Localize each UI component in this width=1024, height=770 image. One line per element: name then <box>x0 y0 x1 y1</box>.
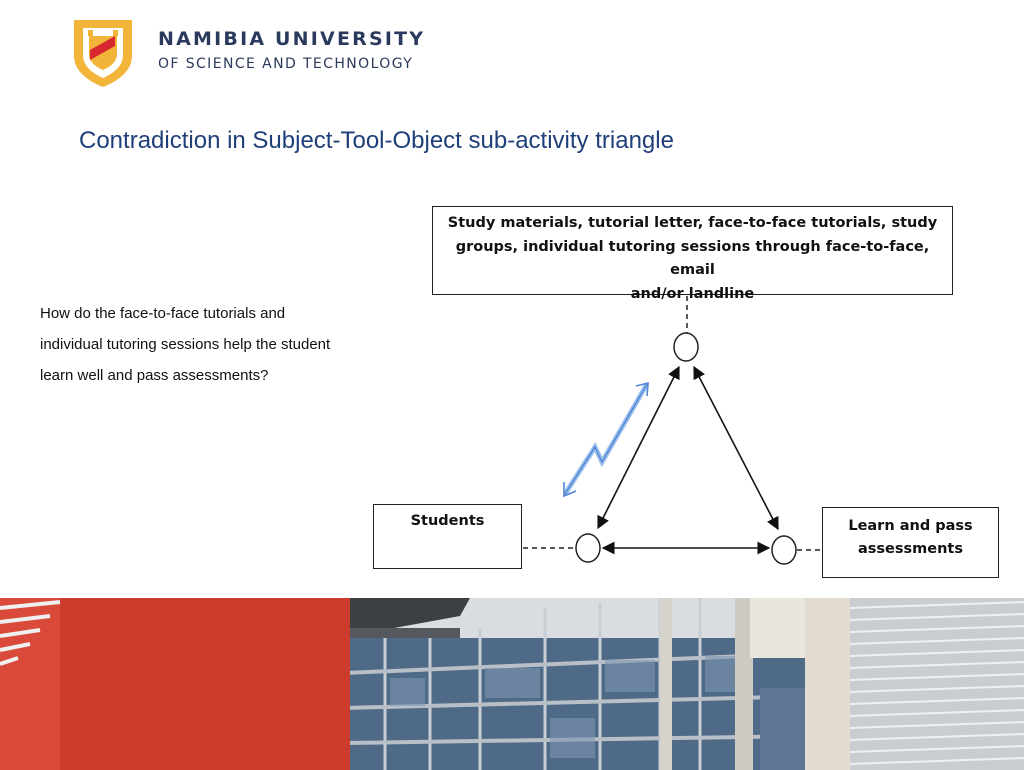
object-node <box>771 535 797 565</box>
subject-box: Students <box>373 504 522 569</box>
tool-node <box>673 332 699 362</box>
tool-subject-arrow <box>597 365 680 530</box>
university-subtitle: OF SCIENCE AND TECHNOLOGY <box>158 56 414 72</box>
activity-triangle-diagram <box>523 296 822 565</box>
university-logo-icon <box>74 20 132 87</box>
object-text-line2: assessments <box>858 541 963 557</box>
question-text: How do the face-to-face tutorials and in… <box>40 305 331 384</box>
tool-text-line3: and/or landline <box>630 285 755 302</box>
tool-object-arrow <box>693 365 779 531</box>
subject-node <box>575 533 601 563</box>
object-text-line1: Learn and pass <box>848 518 973 534</box>
object-box: Learn and pass assessments <box>822 507 999 578</box>
tool-text-line2: groups, individual tutoring sessions thr… <box>455 238 930 279</box>
tool-text-line1: Study materials, tutorial letter, face-t… <box>447 215 938 231</box>
university-name: NAMIBIA UNIVERSITY <box>158 28 426 50</box>
subject-text: Students <box>410 513 485 529</box>
contradiction-lightning-icon <box>562 381 650 498</box>
campus-building-photo <box>0 598 1024 770</box>
slide-title: Contradiction in Subject-Tool-Object sub… <box>79 127 674 154</box>
tool-box: Study materials, tutorial letter, face-t… <box>432 206 953 302</box>
